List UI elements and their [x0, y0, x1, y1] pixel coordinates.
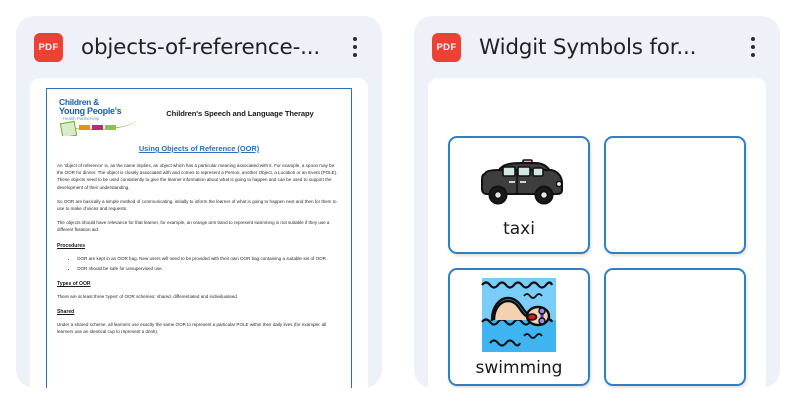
symbol-cell-empty-bottom-right[interactable] [604, 268, 746, 386]
document-paragraph-3: The objects should have relevance for th… [57, 220, 330, 233]
swatch-green [105, 125, 116, 130]
logo-line-1: Children & [59, 97, 99, 107]
pdf-icon-label: PDF [38, 41, 59, 53]
kebab-menu-icon[interactable] [342, 29, 368, 65]
page-header-row: Children & Young People's Health Partner… [57, 96, 341, 138]
document-card-widgit-symbols[interactable]: PDF Widgit Symbols for... [414, 16, 780, 388]
document-subtitle: Using Objects of Reference (OOR) [138, 144, 260, 153]
kebab-dot-2 [751, 45, 755, 49]
procedures-list: OOR are kept in an OOR bag. New users wi… [57, 255, 341, 272]
symbol-label: taxi [503, 219, 535, 239]
document-card-objects-of-reference[interactable]: PDF objects-of-reference-... Children & … [16, 16, 382, 388]
document-paragraph-1: An 'object of reference' is, as the name… [57, 163, 338, 190]
logo-line-2: Young People's [59, 106, 122, 116]
symbol-label: swimming [475, 358, 563, 378]
shared-heading: Shared [57, 309, 75, 316]
types-heading: Types of OOR [57, 281, 91, 288]
document-preview[interactable]: Children & Young People's Health Partner… [30, 78, 368, 388]
card-header: PDF objects-of-reference-... [16, 16, 382, 78]
logo-swatches [79, 125, 116, 130]
pdf-file-icon: PDF [432, 32, 461, 62]
document-preview[interactable]: taxi [428, 78, 766, 388]
kebab-dot-3 [751, 53, 755, 57]
document-paragraph-2: So OOR are basically a simple method of … [57, 198, 337, 212]
pdf-file-icon: PDF [34, 32, 63, 62]
taxi-symbol-icon [473, 151, 565, 213]
procedures-heading: Procedures [57, 242, 86, 249]
kebab-dot-1 [353, 37, 357, 41]
list-item: OOR are kept in an OOR bag. New users wi… [77, 255, 341, 262]
symbol-cell-swimming[interactable]: swimming [448, 268, 590, 386]
card-title: Widgit Symbols for... [479, 34, 697, 60]
shared-paragraph: Under a shared scheme, all learners use … [57, 322, 327, 335]
widgit-symbol-grid: taxi [448, 136, 746, 388]
kebab-dot-2 [353, 45, 357, 49]
pdf-icon-label: PDF [436, 41, 457, 53]
swimming-symbol-icon [480, 276, 558, 354]
logo-line-3: Health Partnership [63, 116, 100, 121]
kebab-menu-icon[interactable] [740, 29, 766, 65]
organisation-logo: Children & Young People's Health Partner… [57, 96, 139, 136]
card-title: objects-of-reference-... [81, 34, 321, 60]
symbol-cell-empty-top-right[interactable] [604, 136, 746, 254]
kebab-dot-1 [751, 37, 755, 41]
card-header: PDF Widgit Symbols for... [414, 16, 780, 78]
document-header-title: Children's Speech and Language Therapy [166, 109, 314, 118]
swatch-magenta [92, 125, 103, 130]
logo-mark [59, 120, 78, 136]
kebab-dot-3 [353, 53, 357, 57]
types-paragraph: There are at least three 'types' of OOR … [57, 294, 239, 300]
pdf-page: Children & Young People's Health Partner… [46, 88, 352, 388]
list-item: OOR should be safe for unsupervised use. [77, 265, 341, 272]
symbol-cell-taxi[interactable]: taxi [448, 136, 590, 254]
swatch-orange [79, 125, 90, 130]
